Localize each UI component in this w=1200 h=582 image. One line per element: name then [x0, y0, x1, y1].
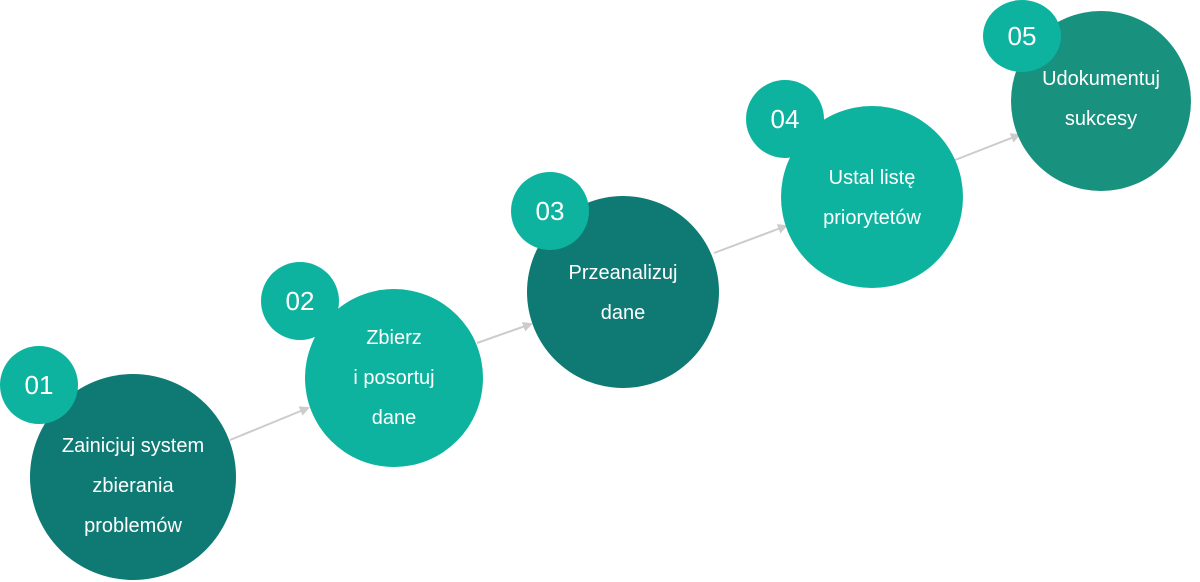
step-number-badge-03: 03: [511, 172, 589, 250]
step-label-04: Ustal listę priorytetów: [823, 167, 921, 229]
step-number-05: 05: [1007, 20, 1037, 51]
step-number-badge-04: 04: [746, 80, 824, 158]
step-label-03: Przeanalizuj dane: [568, 262, 678, 324]
arrow-03-04: [713, 224, 788, 254]
step-number-02: 02: [285, 285, 315, 316]
arrow-01-02: [229, 406, 310, 441]
arrow-02-03: [476, 321, 533, 344]
step-number-badge-05: 05: [983, 0, 1061, 72]
step-number-badge-02: 02: [261, 262, 339, 340]
step-number-01: 01: [24, 369, 54, 400]
step-number-03: 03: [535, 195, 565, 226]
step-label-02: Zbierz i posortuj dane: [353, 327, 435, 429]
step-circle-03: Przeanalizuj dane: [527, 196, 719, 388]
step-number-badge-01: 01: [0, 346, 78, 424]
step-number-04: 04: [770, 103, 800, 134]
step-label-05: Udokumentuj sukcesy: [1042, 68, 1160, 130]
arrow-04-05: [954, 133, 1021, 161]
step-label-01: Zainicjuj system zbierania problemów: [61, 435, 205, 537]
